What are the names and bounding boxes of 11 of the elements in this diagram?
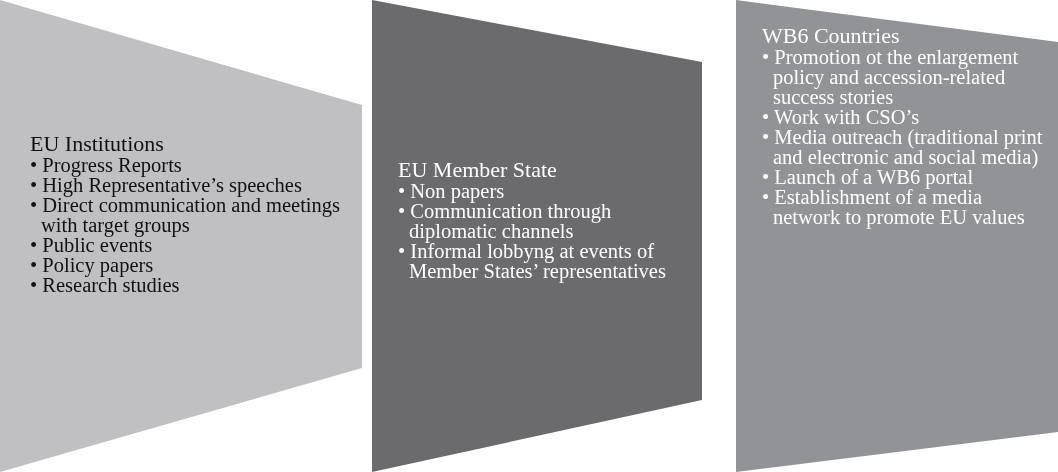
bullet-item: • Non papers xyxy=(398,181,506,201)
bullet-item: • Informal lobbyng at events of Member States’ representatives xyxy=(398,241,667,281)
bullet-item: • Launch of a WB6 portal xyxy=(762,167,975,187)
panel-heading: EU Member State xyxy=(398,158,557,181)
bullet-item: • Work with CSO’s xyxy=(762,107,921,127)
panel-heading: EU Institutions xyxy=(30,132,164,155)
bullet-item: • Progress Reports xyxy=(30,155,183,175)
bullet-item: • Media outreach (traditional print and electronic and social media) xyxy=(762,127,1044,167)
panel-heading: WB6 Countries xyxy=(762,24,900,47)
bullet-item: • Policy papers xyxy=(30,255,154,275)
bullet-item: • Promotion ot the enlargement policy and accession-related success stories xyxy=(762,47,1020,107)
